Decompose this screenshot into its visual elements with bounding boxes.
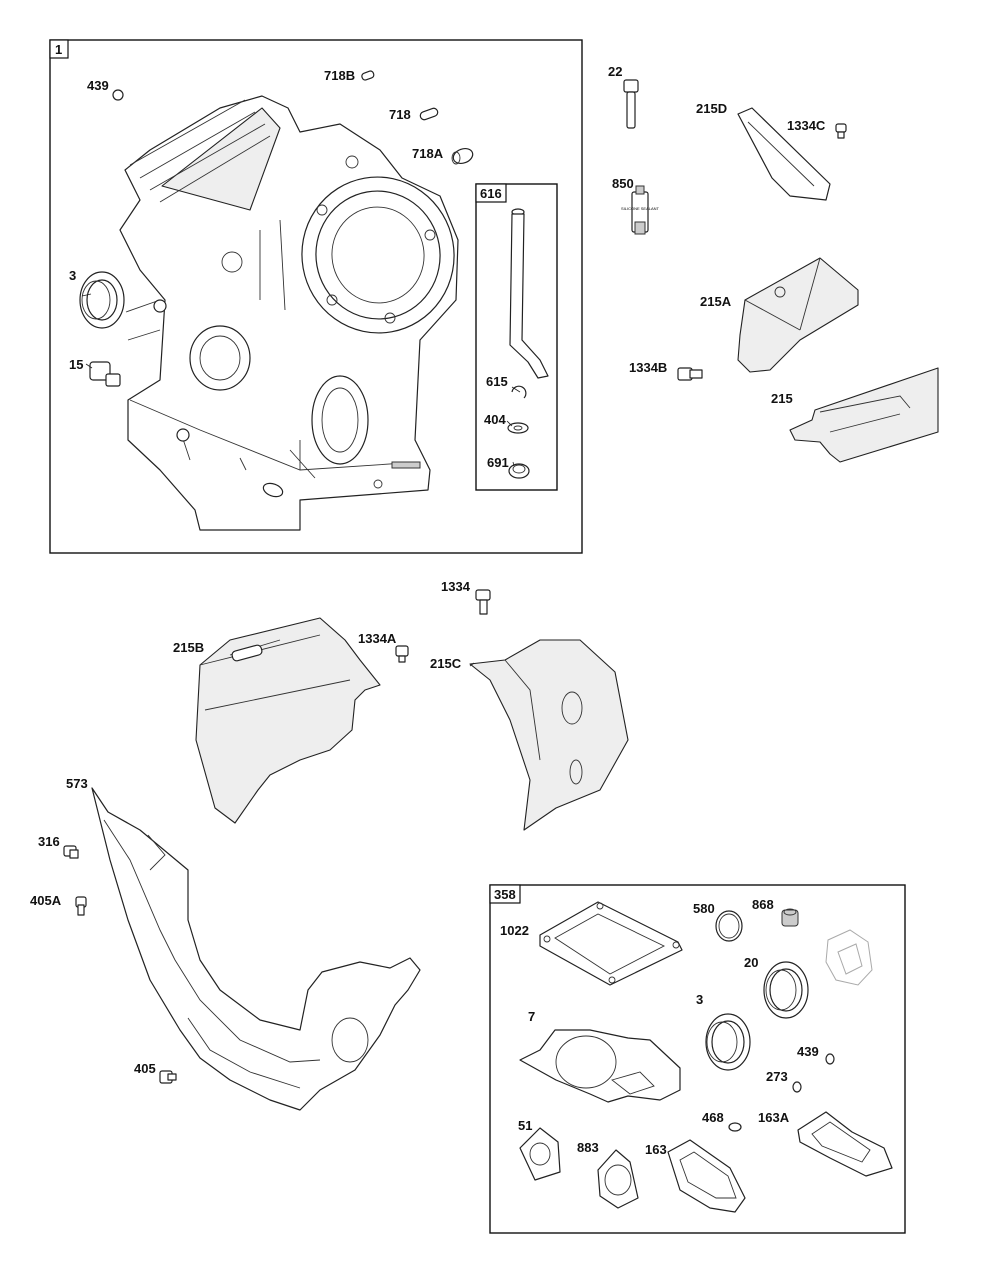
callout-573: 573 [66, 776, 88, 791]
leader-lines [81, 293, 521, 667]
callout-718: 718 [389, 107, 411, 122]
callout-404: 404 [484, 412, 506, 427]
callout-215d: 215D [696, 101, 727, 116]
callout-439b: 439 [797, 1044, 819, 1059]
part-468-ring [728, 1122, 742, 1132]
part-3-seal [79, 271, 125, 329]
part-718-pin [419, 107, 439, 121]
callout-215b: 215B [173, 640, 204, 655]
crankcase-block [119, 95, 459, 531]
part-1334a-screw [395, 645, 409, 663]
callout-20: 20 [744, 955, 758, 970]
part-718a-bushing [451, 147, 474, 165]
group-616-tag: 616 [480, 186, 502, 201]
part-215d-bracket [737, 107, 831, 201]
part-51-gasket [519, 1127, 561, 1181]
part-404-washer [507, 422, 529, 434]
callout-1334a: 1334A [358, 631, 397, 646]
callout-51: 51 [518, 1118, 532, 1133]
callout-316: 316 [38, 834, 60, 849]
callout-163: 163 [645, 1142, 667, 1157]
part-7-head-gasket [519, 1029, 681, 1103]
part-718b-pin [361, 70, 375, 81]
part-1334b-bolt [677, 367, 703, 381]
part-573-blower-housing [91, 787, 421, 1111]
callout-615: 615 [486, 374, 508, 389]
callout-1334c: 1334C [787, 118, 826, 133]
part-405a-screw [75, 896, 87, 916]
part-215c-shroud [469, 639, 629, 831]
part-1334c-screw [835, 123, 847, 139]
callout-1022: 1022 [500, 923, 529, 938]
part-1334-bolt [475, 589, 491, 615]
callout-850: 850 [612, 176, 634, 191]
part-215b-shroud [195, 617, 381, 824]
group-358-box: 358 [489, 884, 906, 1234]
callout-718b: 718B [324, 68, 355, 83]
callout-215: 215 [771, 391, 793, 406]
group-358-tag: 358 [494, 887, 516, 902]
callout-405: 405 [134, 1061, 156, 1076]
callout-468: 468 [702, 1110, 724, 1125]
callout-15: 15 [69, 357, 83, 372]
callout-215a: 215A [700, 294, 732, 309]
callout-868: 868 [752, 897, 774, 912]
part-15-plug [89, 361, 121, 387]
callout-7: 7 [528, 1009, 535, 1024]
callout-883: 883 [577, 1140, 599, 1155]
part-215-shroud [789, 367, 939, 463]
callout-labels: 439 718B 718 718A 3 15 615 404 691 22 21… [30, 64, 826, 1157]
part-616-dipstick-tube [509, 208, 549, 379]
part-580-oring [715, 910, 743, 942]
callout-691: 691 [487, 455, 509, 470]
callout-580: 580 [693, 901, 715, 916]
callout-718a: 718A [412, 146, 444, 161]
part-691-seal [508, 463, 530, 479]
part-163-gasket [667, 1139, 746, 1213]
part-1022-gasket [539, 901, 683, 986]
part-405-screw [159, 1070, 177, 1084]
callout-22: 22 [608, 64, 622, 79]
part-20-seal [763, 961, 809, 1019]
group-1-tag: 1 [55, 42, 62, 57]
part-850-sealant-tube: SILICONE SEALANT [621, 185, 660, 235]
part-163a-gasket [797, 1111, 893, 1177]
part-22-bolt [623, 79, 639, 129]
callout-3: 3 [69, 268, 76, 283]
part-439-ring-b [825, 1053, 835, 1065]
callout-3b: 3 [696, 992, 703, 1007]
callout-215c: 215C [430, 656, 462, 671]
tube-print: SILICONE SEALANT [621, 206, 660, 211]
callout-1334b: 1334B [629, 360, 667, 375]
group-1-box: 1 [49, 39, 583, 554]
callout-405a: 405A [30, 893, 62, 908]
part-868-seal [781, 908, 799, 927]
callout-163a: 163A [758, 1110, 790, 1125]
part-273-ring [792, 1081, 802, 1093]
part-883-gasket [597, 1149, 639, 1209]
callout-273: 273 [766, 1069, 788, 1084]
callout-439: 439 [87, 78, 109, 93]
callout-1334: 1334 [441, 579, 471, 594]
part-316-nut [63, 845, 79, 859]
part-215a-shroud [737, 257, 859, 373]
part-439-ring [112, 89, 124, 101]
part-faint-gasket [825, 929, 873, 986]
part-3-seal-b [705, 1013, 751, 1071]
group-616-box: 616 [475, 183, 558, 491]
